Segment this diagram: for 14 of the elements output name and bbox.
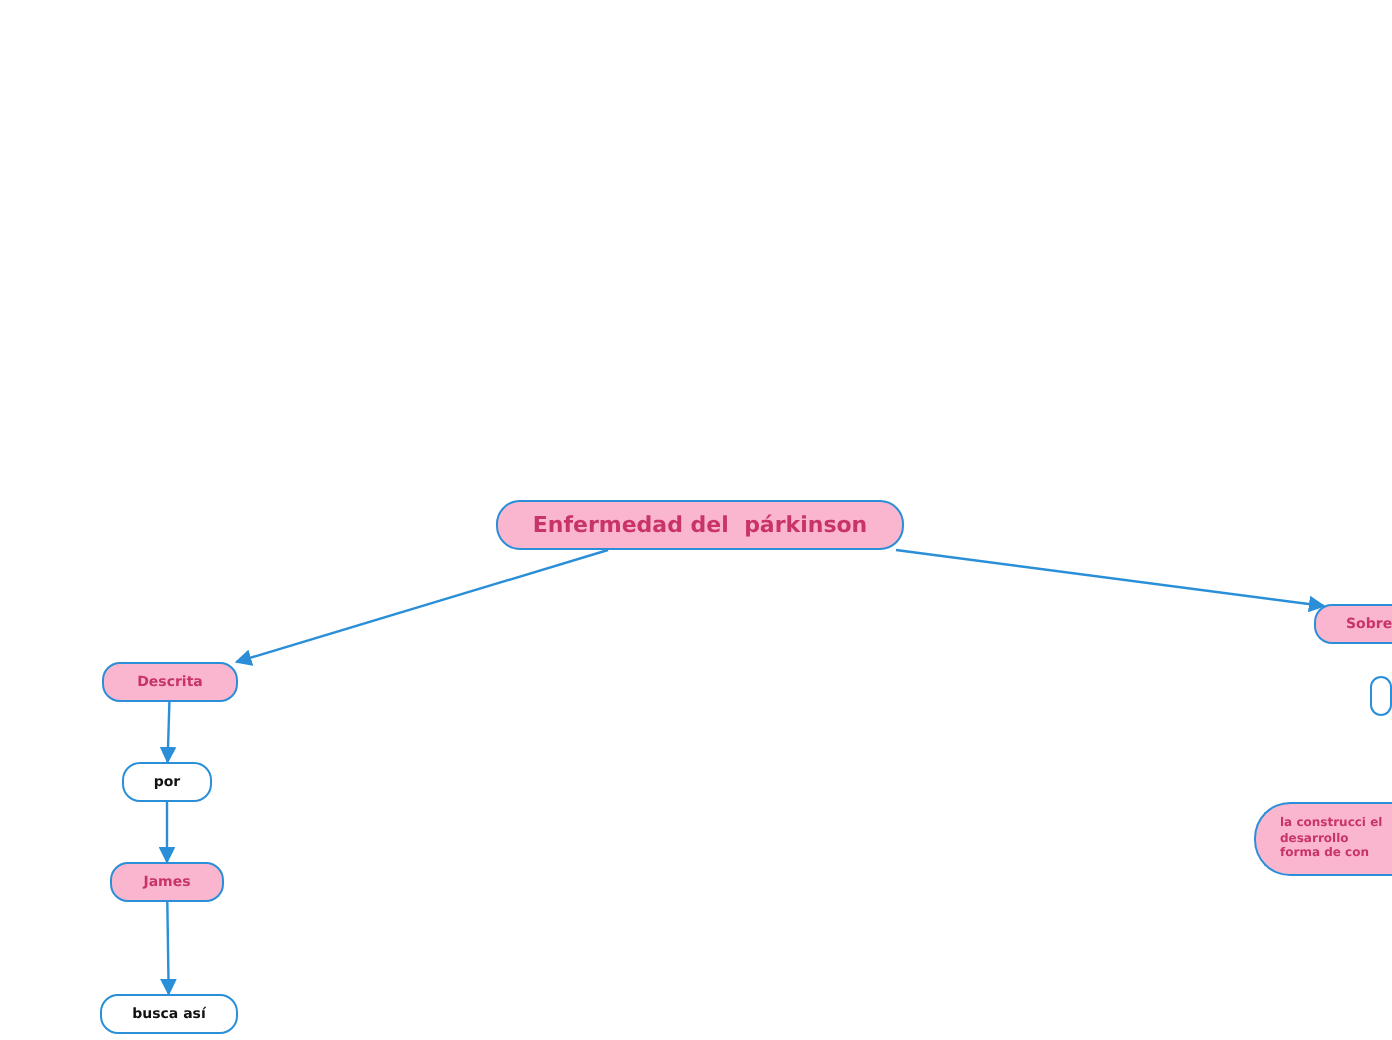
topic-text: Enfermedad del párkinson: [532, 511, 868, 539]
arrow: [234, 548, 609, 666]
arrow: [159, 701, 177, 764]
topic-box: [122, 762, 212, 802]
arrow: [158, 802, 176, 864]
topic-box: [496, 500, 904, 550]
empty-box: [1370, 676, 1392, 716]
topic-box: [102, 662, 238, 702]
topic-box: [1254, 802, 1392, 876]
topic-box: [1314, 604, 1392, 644]
topic-box: [110, 862, 224, 902]
arrow: [895, 548, 1326, 613]
topic-box: [100, 994, 238, 1034]
arrow: [160, 901, 177, 996]
